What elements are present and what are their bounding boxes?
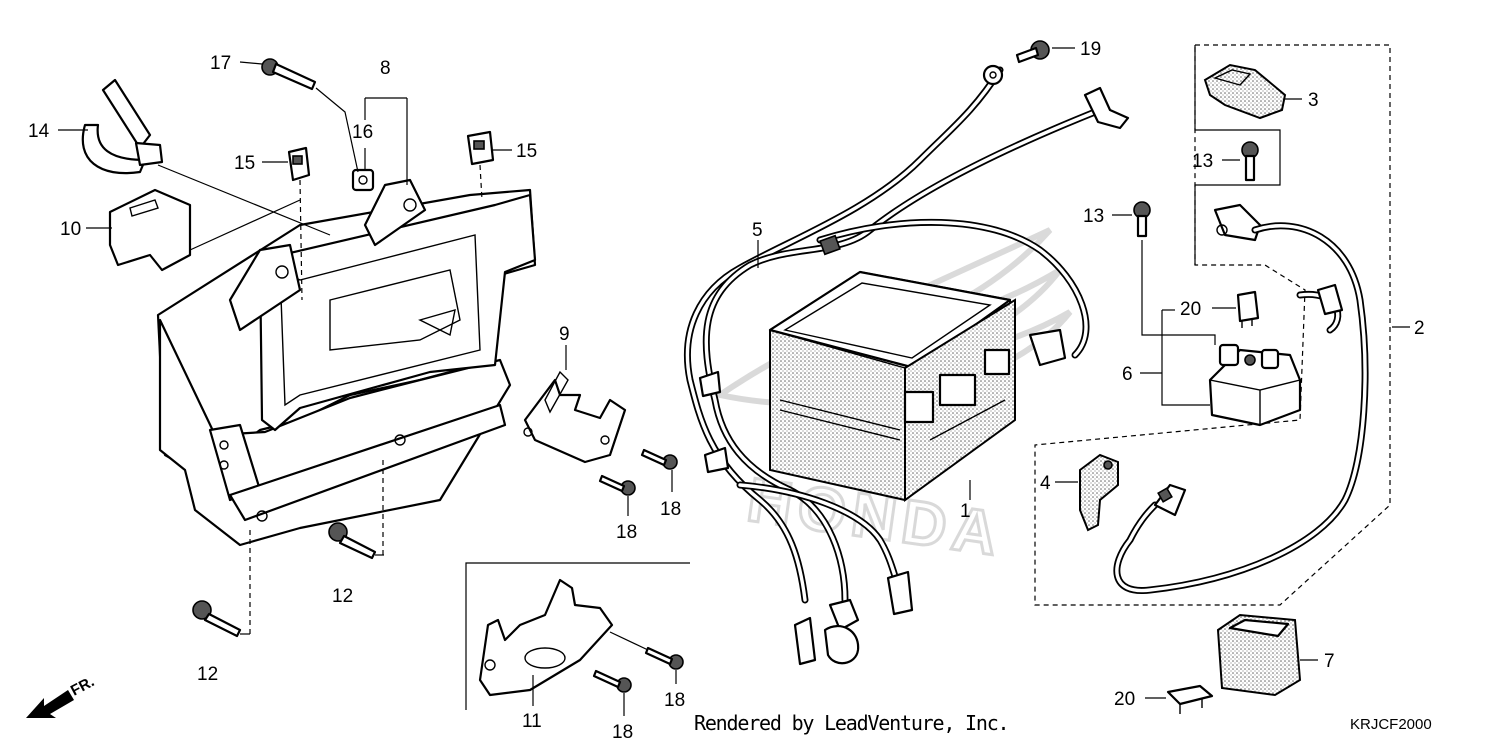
part-12-bolt-lower [192, 600, 242, 638]
direction-label: FR. [68, 673, 97, 699]
callout-13-upper: 13 [1192, 151, 1213, 172]
diagram-code: KRJCF2000 [1350, 716, 1432, 733]
callout-5: 5 [752, 220, 763, 241]
arrow-icon [26, 690, 74, 718]
callout-9: 9 [559, 324, 570, 345]
callout-18-b: 18 [616, 522, 637, 543]
part-18-screw-c [644, 646, 684, 670]
part-5-wiring-harness [683, 64, 1130, 666]
part-7-relay-cover [1216, 613, 1302, 697]
callout-17: 17 [210, 53, 231, 74]
leaders-left [58, 61, 512, 635]
callout-16: 16 [352, 122, 373, 143]
part-20-fuse-lower [1166, 684, 1214, 714]
part-16-collar [351, 168, 375, 192]
callout-10: 10 [60, 219, 81, 240]
part-4-terminal-cover [1079, 453, 1119, 532]
callout-6: 6 [1122, 364, 1133, 385]
part-13-bolt-lower [1133, 201, 1151, 238]
part-18-screw-a [640, 448, 678, 470]
part-9-bracket [523, 370, 627, 464]
front-direction-arrow: FR. [26, 673, 97, 718]
part-1-battery [768, 270, 1017, 502]
callout-labels: 1 2 3 4 5 6 7 8 9 10 11 12 12 13 13 14 1… [28, 39, 1425, 743]
callout-20-lower: 20 [1114, 689, 1135, 710]
part-10-cover [108, 188, 192, 272]
callout-8: 8 [380, 58, 391, 79]
part-12-bolt-upper [328, 522, 377, 560]
callout-14: 14 [28, 121, 50, 142]
part-19-bolt [1015, 40, 1050, 64]
callout-11: 11 [522, 711, 542, 732]
part-17-bolt [261, 58, 317, 91]
callout-12-lower: 12 [197, 664, 218, 685]
callout-18-c: 18 [664, 690, 685, 711]
part-2-group-outline [1034, 44, 1410, 606]
callout-18-d: 18 [612, 722, 633, 743]
callout-7: 7 [1324, 651, 1335, 672]
callout-15-right: 15 [516, 141, 537, 162]
callout-20-upper: 20 [1180, 299, 1201, 320]
callout-15-left: 15 [234, 153, 255, 174]
render-credit: Rendered by LeadVenture, Inc. [694, 711, 1010, 735]
callout-18-a: 18 [660, 499, 681, 520]
callout-4: 4 [1040, 473, 1051, 494]
part-6-starter-relay [1208, 343, 1302, 427]
part-13-bolt-upper [1241, 141, 1259, 182]
part-15-clip-right [466, 130, 495, 166]
part-20-fuse-upper [1236, 290, 1260, 328]
callout-13-lower: 13 [1083, 206, 1104, 227]
callout-3: 3 [1308, 90, 1319, 111]
part-11-bracket [478, 578, 614, 697]
part-18-screw-d [592, 669, 632, 693]
part-14-band [81, 78, 164, 175]
callout-19: 19 [1080, 39, 1101, 60]
part-18-screw-b [598, 474, 636, 496]
part-2-starter-cable [1113, 203, 1369, 595]
callout-12-upper: 12 [332, 586, 353, 607]
callout-1: 1 [960, 501, 971, 522]
callout-2: 2 [1414, 318, 1425, 339]
part-3-terminal-cap [1203, 63, 1287, 120]
battery-box [156, 178, 537, 547]
part-15-clip-left [287, 146, 311, 182]
